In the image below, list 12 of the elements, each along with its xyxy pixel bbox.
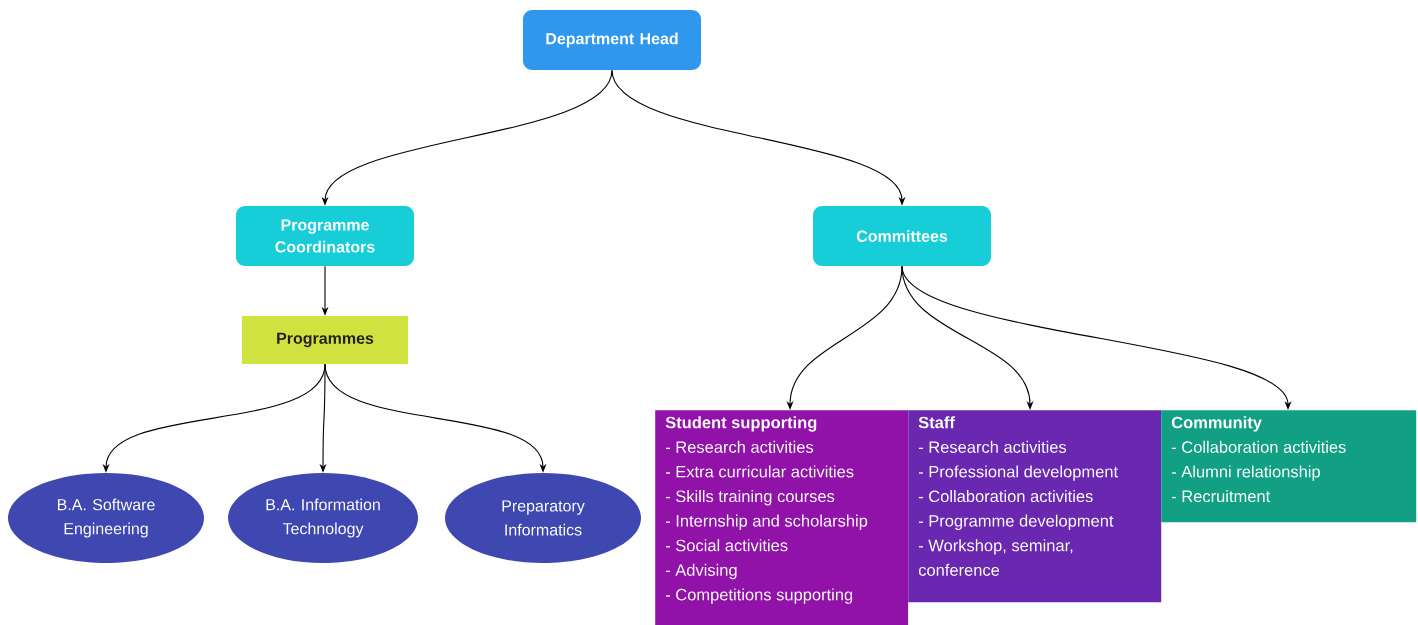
rounded-box: Department Head [523,10,701,70]
rounded-box: Programme Coordinators [236,206,414,266]
list-box: Staff - Research activities - Professional development - Collaboration activities - Programme development - Workshop, seminar, conference [908,410,1162,603]
list-box: Community - Collaboration activities - Alumni relationship - Recruitment [1161,410,1417,523]
list-box: Student supporting - Research activities - Extra curricular activities - Skills training courses - Internship and scholarship - Social activities - Advising - Competitions supporting [655,410,909,625]
ellipse-node: B.A. Software Engineering [8,473,204,563]
arrow [901,265,1292,410]
label-box: Programmes [242,316,408,364]
ellipse-node: Preparatory Informatics [445,473,641,563]
ellipse-node: B.A. Information Technology [228,473,418,563]
rounded-box: Committees [813,206,991,266]
arrow [901,265,1034,410]
